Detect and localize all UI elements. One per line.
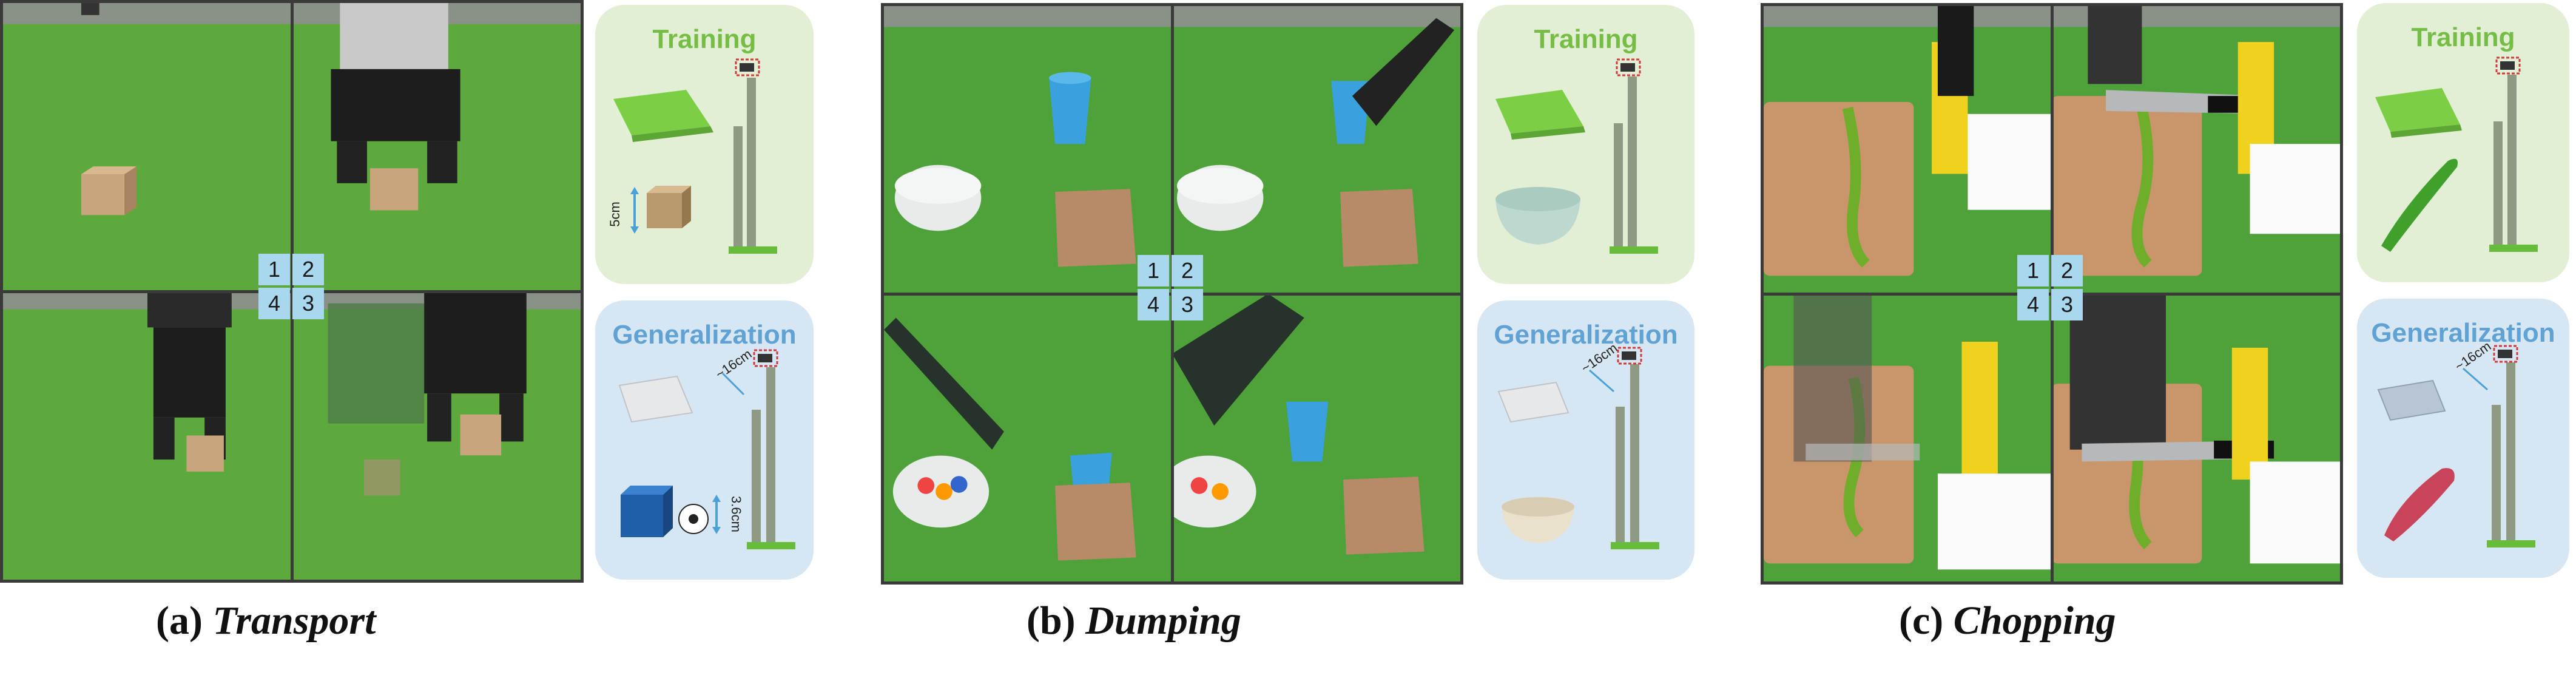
panel-transport: 1 2 4 3 Training 5cm Generalization: [0, 0, 861, 678]
generalization-card-dumping: Generalization ~16cm: [1477, 300, 1694, 580]
step-badges-dumping: 1 2 4 3: [1138, 255, 1204, 322]
step-badges-transport: 1 2 4 3: [258, 254, 325, 320]
photo-chopping-step-1: [1764, 6, 2052, 294]
caption-transport: (a) Transport: [156, 598, 376, 644]
generalization-height-label: ~16cm: [713, 346, 755, 382]
photo-dumping-step-2: [1172, 6, 1460, 294]
generalization-illustration-dumping: ~16cm: [1497, 340, 1659, 549]
generalization-card-title: Generalization: [2371, 318, 2555, 348]
photo-dumping-step-4: [884, 294, 1172, 581]
step-badge-1: 1: [258, 254, 290, 285]
photo-transport-step-1: [3, 3, 292, 291]
photo-transport-step-4: [3, 291, 292, 580]
panel-chopping: 1 2 4 3 Training Generalization ~16cm: [1759, 0, 2576, 678]
photo-transport-step-2: [292, 3, 581, 291]
step-badge-3: 3: [2051, 289, 2083, 320]
generalization-illustration-chopping: ~16cm: [2377, 338, 2535, 547]
step-badge-3: 3: [1172, 289, 1203, 320]
grid-divider-horizontal: [3, 290, 581, 293]
generalization-size-label: 3.6cm: [729, 496, 744, 532]
step-badge-2: 2: [292, 254, 324, 285]
photo-dumping-step-3: [1172, 294, 1460, 581]
training-card-transport: Training 5cm: [595, 5, 814, 284]
step-badge-4: 4: [1138, 289, 1169, 320]
photo-grid-chopping: [1761, 3, 2343, 585]
training-illustration-transport: 5cm: [607, 58, 777, 254]
step-badge-4: 4: [2017, 289, 2049, 320]
caption-dumping: (b) Dumping: [1027, 598, 1241, 644]
caption-task: Transport: [212, 598, 376, 643]
photo-chopping-step-4: [1764, 294, 2052, 581]
training-card-title: Training: [2411, 22, 2515, 52]
generalization-card-transport: Generalization 3.6cm ~16cm: [595, 300, 814, 580]
generalization-height-label: ~16cm: [2452, 338, 2494, 374]
generalization-height-label: ~16cm: [1579, 340, 1620, 376]
training-card-chopping: Training: [2357, 3, 2569, 282]
generalization-card-title: Generalization: [612, 320, 797, 350]
caption-chopping: (c) Chopping: [1899, 598, 2116, 644]
photo-transport-step-3: [292, 291, 581, 580]
training-illustration-chopping: [2375, 56, 2538, 252]
caption-task: Chopping: [1953, 598, 2116, 643]
panel-dumping: 1 2 4 3 Training Generalization ~16cm: [880, 0, 1705, 678]
photo-chopping-step-3: [2052, 294, 2340, 581]
caption-label: (b): [1027, 598, 1076, 643]
training-illustration-dumping: [1495, 58, 1658, 254]
caption-label: (c): [1899, 598, 1944, 643]
step-badge-2: 2: [1172, 255, 1203, 286]
generalization-card-chopping: Generalization ~16cm: [2357, 299, 2569, 578]
training-card-title: Training: [652, 24, 757, 54]
training-size-label: 5cm: [607, 202, 622, 227]
photo-dumping-step-1: [884, 6, 1172, 294]
step-badge-2: 2: [2051, 255, 2083, 286]
training-card-dumping: Training: [1477, 5, 1694, 284]
caption-label: (a): [156, 598, 203, 643]
step-badges-chopping: 1 2 4 3: [2017, 255, 2084, 322]
step-badge-3: 3: [292, 288, 324, 319]
step-badge-1: 1: [1138, 255, 1169, 286]
step-badge-1: 1: [2017, 255, 2049, 286]
training-card-title: Training: [1534, 24, 1638, 54]
generalization-illustration-transport: 3.6cm ~16cm: [618, 346, 795, 549]
generalization-card-title: Generalization: [1494, 320, 1678, 350]
step-badge-4: 4: [258, 288, 290, 319]
photo-grid-dumping: [881, 3, 1463, 585]
photo-grid-transport: [0, 0, 584, 583]
caption-task: Dumping: [1085, 598, 1241, 643]
photo-chopping-step-2: [2052, 6, 2340, 294]
